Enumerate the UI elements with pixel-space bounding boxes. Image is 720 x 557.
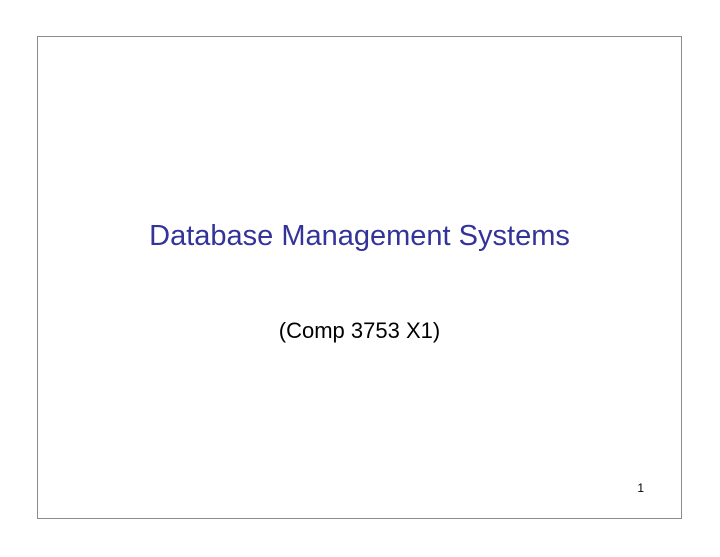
page-number: 1 [637, 481, 644, 495]
slide-subtitle: (Comp 3753 X1) [278, 318, 441, 343]
slide-title: Database Management Systems [149, 220, 570, 252]
slide: Database Management Systems (Comp 3753 X… [37, 36, 682, 519]
